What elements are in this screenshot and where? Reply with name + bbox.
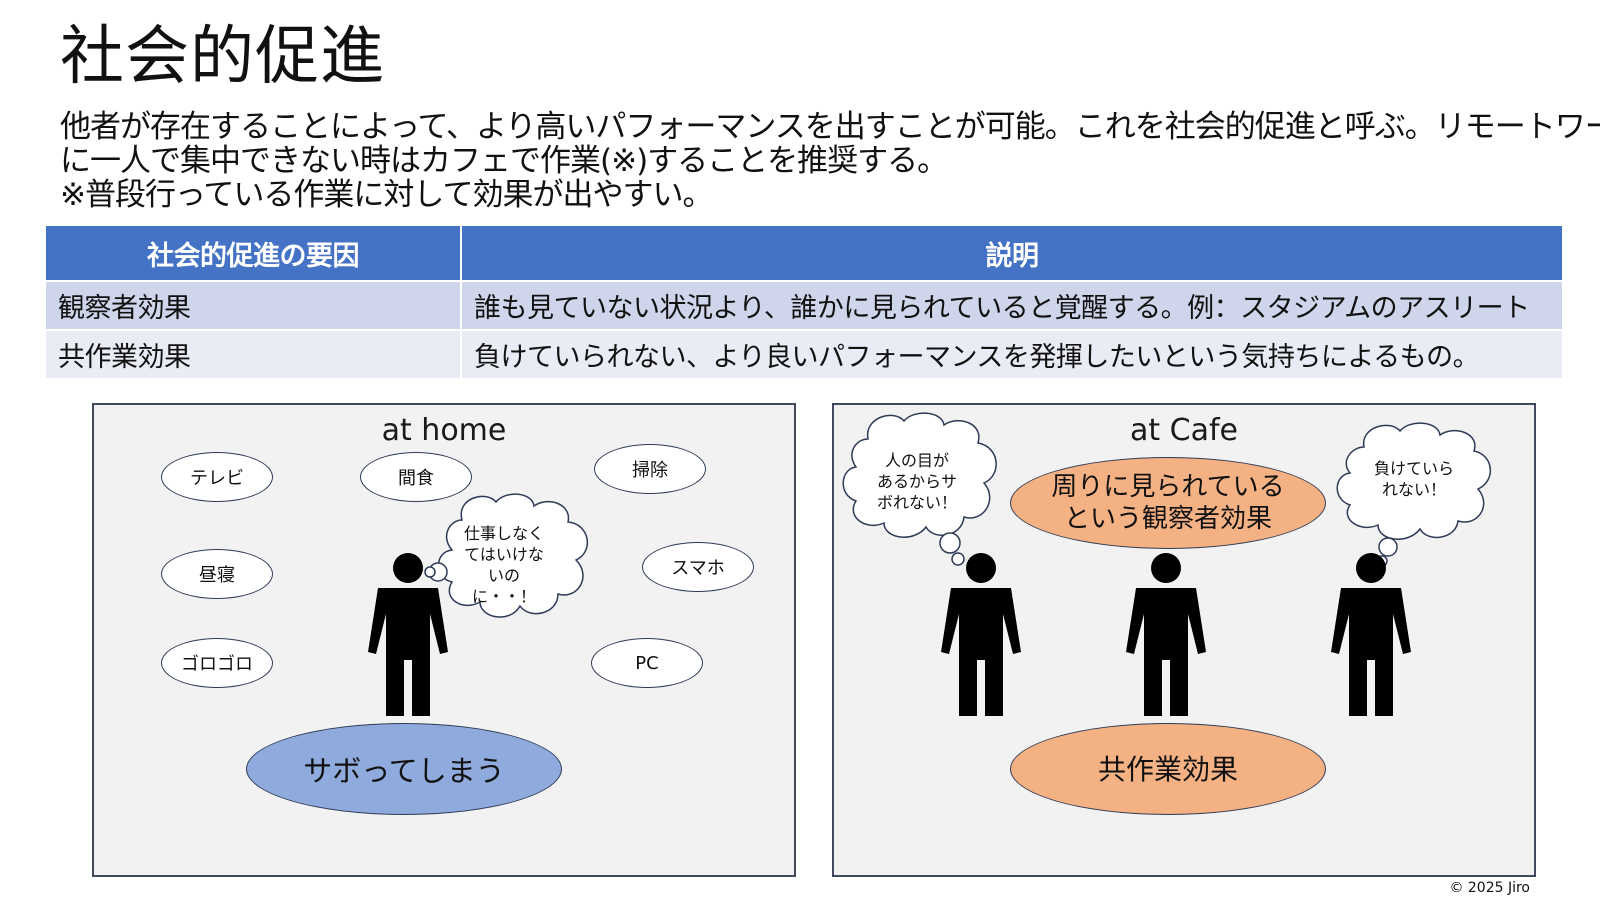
distraction-lazing: ゴロゴロ: [161, 638, 273, 688]
person-icon: [941, 553, 1021, 716]
row-factor: 共作業効果: [44, 329, 462, 380]
cafe-right-thought-text: 負けていら れない！: [1373, 459, 1454, 499]
distraction-cleaning: 掃除: [594, 444, 706, 494]
distraction-pc: PC: [591, 638, 703, 688]
cafe-left-thought-text: 人の目が あるからサ ボれない！: [876, 450, 957, 512]
person-icon: [1126, 553, 1206, 716]
row-explanation: 誰も見ていない状況より、誰かに見られていると覚醒する。例：スタジアムのアスリート: [460, 280, 1564, 331]
cafe-panel: at Cafe 人の目が あるからサ ボれない！ 負けていら れない！ 周りに見…: [832, 403, 1536, 877]
table-row: 観察者効果 誰も見ていない状況より、誰かに見られていると覚醒する。例：スタジアム…: [44, 280, 1564, 331]
thought-bubble-icon: [424, 493, 589, 618]
row-explanation: 負けていられない、より良いパフォーマンスを発揮したいという気持ちによるもの。: [460, 329, 1564, 380]
thought-bubble-icon: [842, 412, 997, 566]
description-line-2: に一人で集中できない時はカフェで作業(※)することを推奨する。: [60, 143, 948, 179]
copyright: © 2025 Jiro: [1449, 880, 1530, 896]
person-icon: [368, 553, 448, 716]
coaction-effect-oval: 共作業効果: [1010, 723, 1326, 815]
home-thought-text: 仕事しなく てはいけな いの に・・！: [463, 524, 544, 606]
row-factor: 観察者効果: [44, 280, 462, 331]
header-factor: 社会的促進の要因: [44, 224, 462, 282]
home-panel-title: at home: [381, 413, 507, 448]
home-panel: at home テレビ 間食 掃除 昼寝 スマホ ゴロゴロ PC 仕事しなく て…: [92, 403, 796, 877]
cafe-panel-title: at Cafe: [1129, 413, 1239, 448]
thought-bubble-icon: [1336, 422, 1492, 567]
person-icon: [1331, 553, 1411, 716]
description: 他者が存在することによって、より高いパフォーマンスを出すことが可能。これを社会的…: [60, 109, 1600, 213]
result-slacking-off: サボってしまう: [246, 723, 562, 815]
distraction-tv: テレビ: [161, 452, 273, 502]
table-header-row: 社会的促進の要因 説明: [44, 224, 1564, 282]
page-title: 社会的促進: [60, 20, 385, 94]
distraction-smartphone: スマホ: [642, 542, 754, 592]
description-line-3: ※普段行っている作業に対して効果が出やすい。: [60, 177, 714, 213]
factors-table: 社会的促進の要因 説明 観察者効果 誰も見ていない状況より、誰かに見られていると…: [44, 224, 1564, 380]
distraction-nap: 昼寝: [161, 549, 273, 599]
table-row: 共作業効果 負けていられない、より良いパフォーマンスを発揮したいという気持ちによ…: [44, 329, 1564, 380]
description-line-1: 他者が存在することによって、より高いパフォーマンスを出すことが可能。これを社会的…: [60, 109, 1600, 145]
observer-effect-oval: 周りに見られている という観察者効果: [1010, 457, 1326, 549]
distraction-snack: 間食: [360, 452, 472, 502]
header-explanation: 説明: [460, 224, 1564, 282]
